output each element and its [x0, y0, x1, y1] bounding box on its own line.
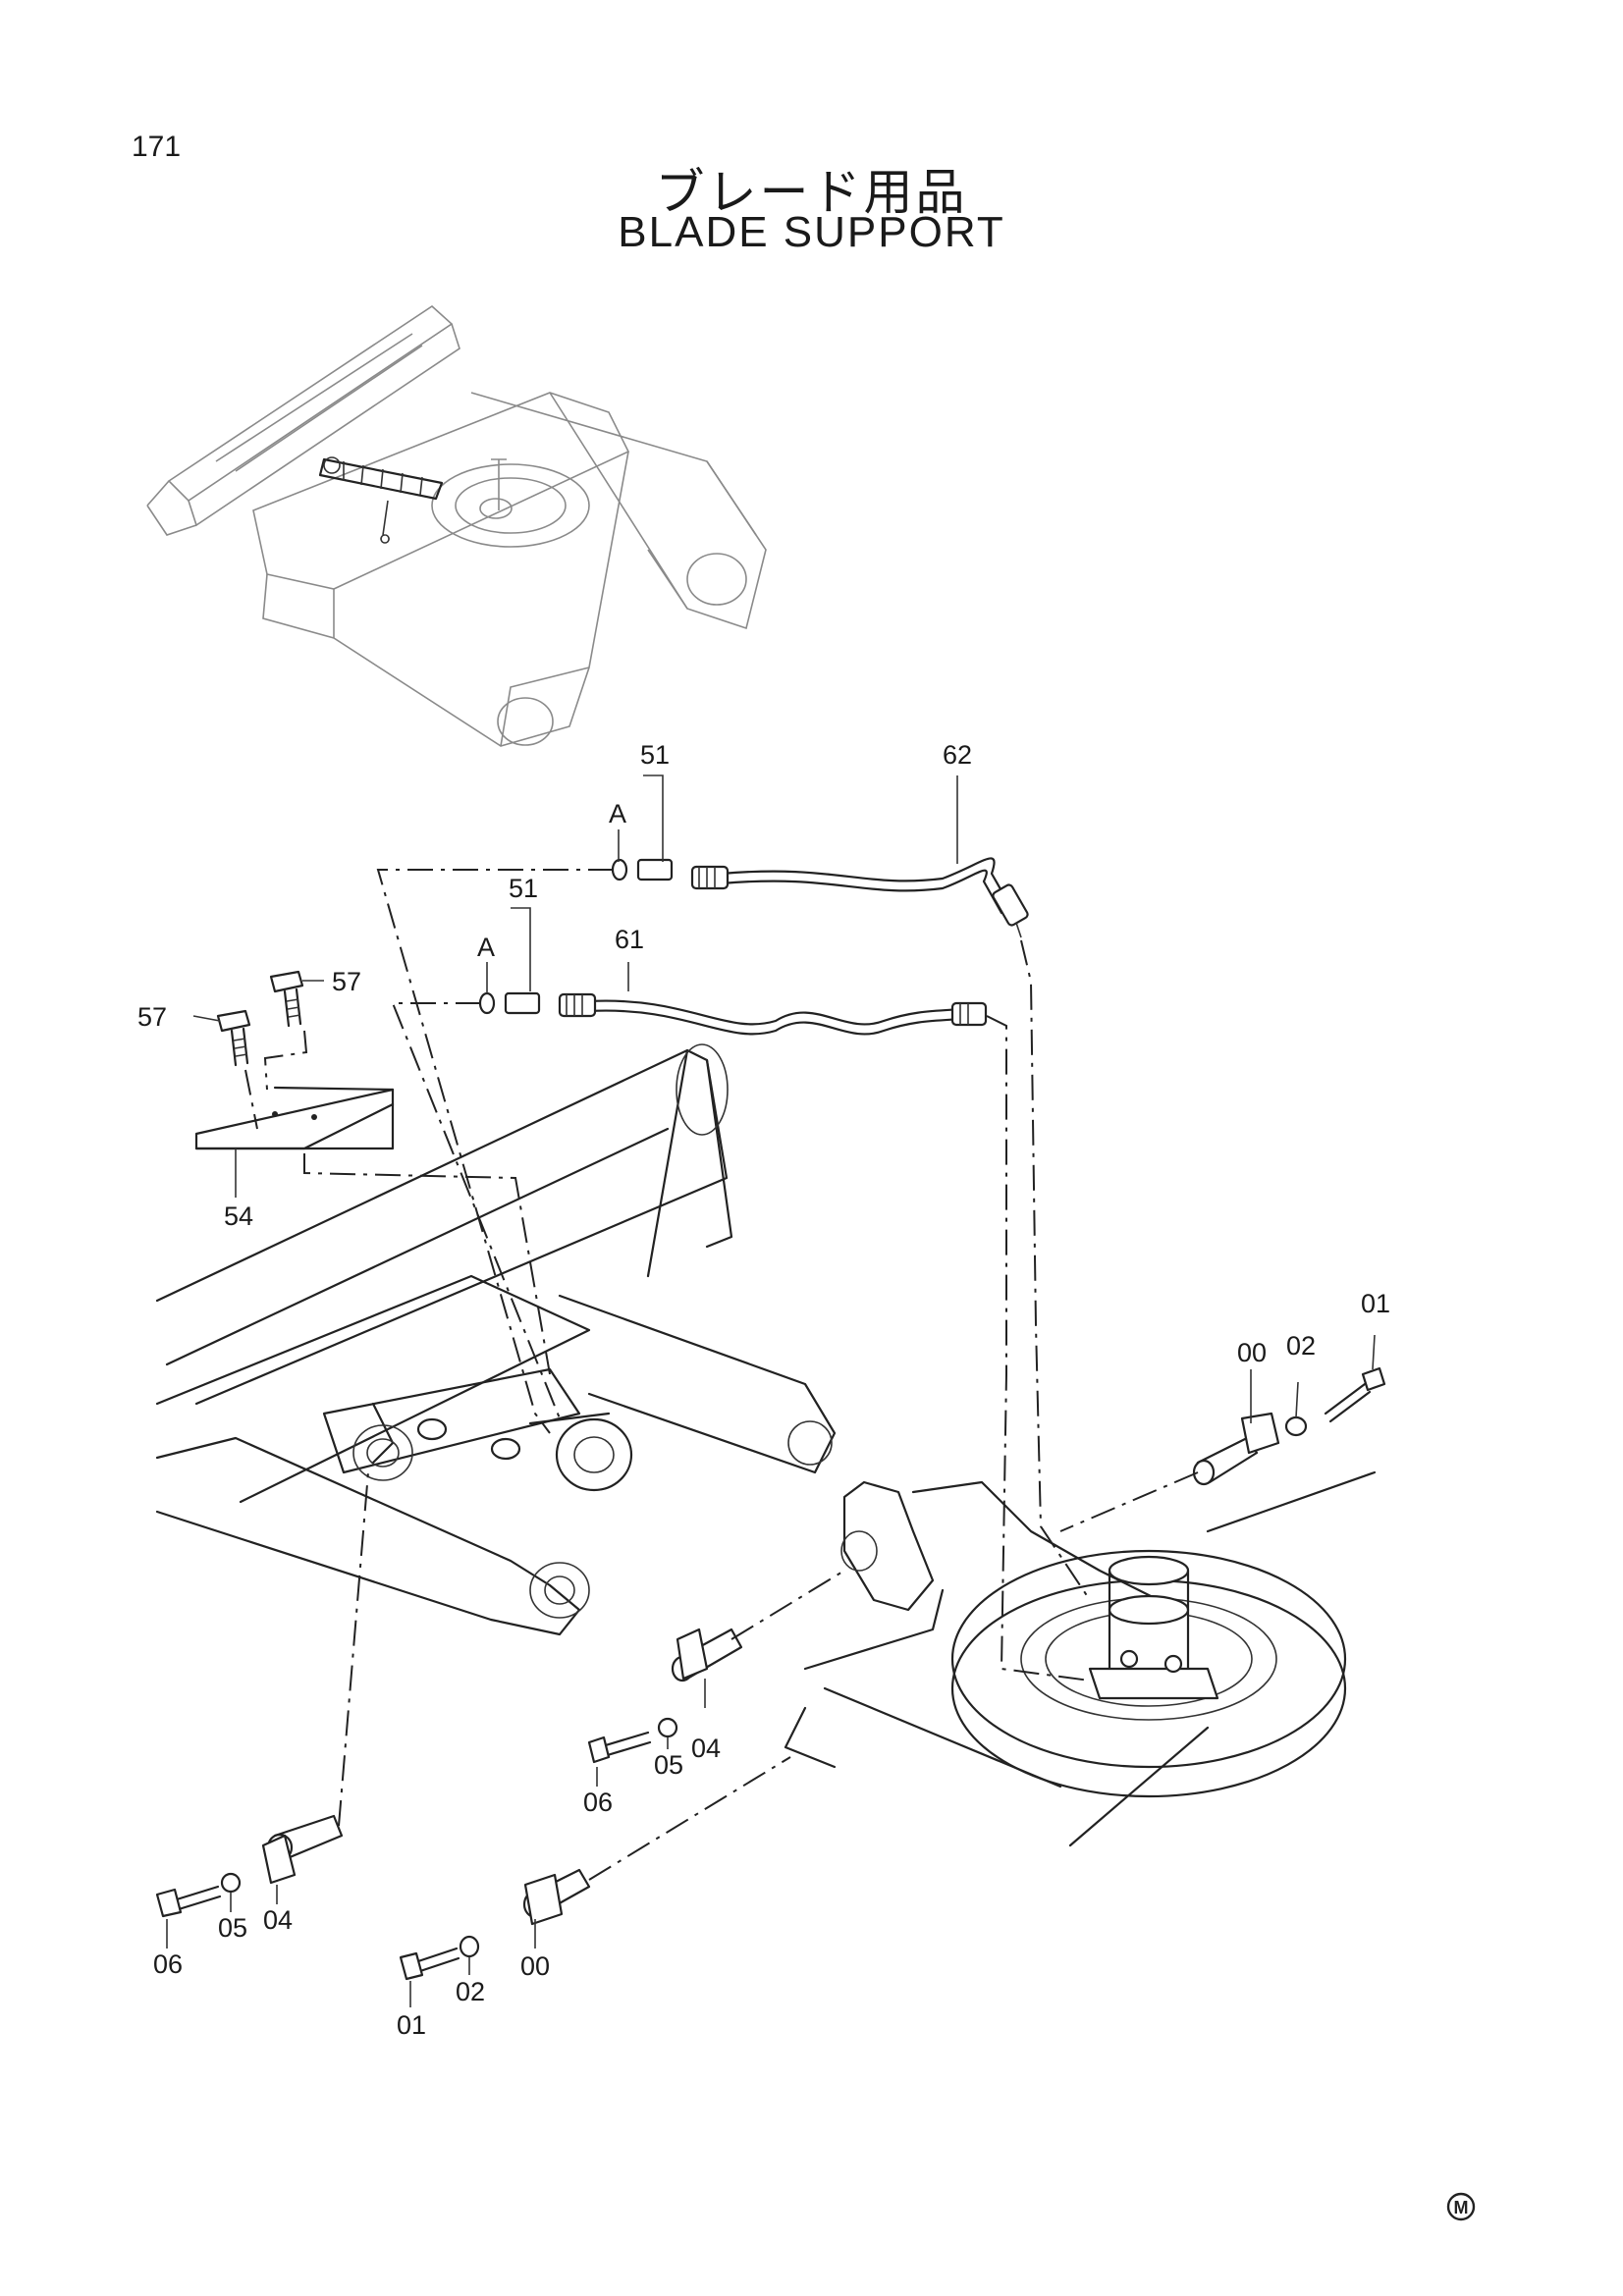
page-number: 171: [132, 131, 182, 163]
callout-04-center: 04: [691, 1734, 721, 1763]
callout-51-lower: 51: [509, 874, 538, 903]
callout-01-lower: 01: [397, 2010, 426, 2040]
callout-01-upper: 01: [1361, 1289, 1390, 1318]
callout-05-center: 05: [654, 1750, 683, 1780]
callout-a-lower: A: [477, 933, 495, 962]
callout-a-upper: A: [609, 799, 626, 828]
callout-00-upper: 00: [1237, 1338, 1267, 1367]
callout-00-lower: 00: [520, 1951, 550, 1981]
corner-mark-letter: M: [1454, 2198, 1469, 2217]
callout-51-upper: 51: [640, 740, 670, 770]
title-english: BLADE SUPPORT: [618, 208, 1005, 256]
callout-57-right: 57: [332, 967, 361, 996]
overview-undercarriage: [146, 304, 767, 747]
callout-62: 62: [943, 740, 972, 770]
blade-frame: [155, 1043, 1377, 1847]
callout-57-left: 57: [137, 1002, 167, 1032]
pin-fasteners: [155, 1366, 1386, 1981]
callout-61: 61: [615, 925, 644, 954]
callout-02-upper: 02: [1286, 1331, 1316, 1361]
callout-06-center: 06: [583, 1788, 613, 1817]
title-japanese: ブレード用品: [655, 165, 968, 220]
leader-lines: [166, 774, 1376, 2007]
hose-assemblies: [376, 857, 1091, 1682]
callout-02-lower: 02: [456, 1977, 485, 2006]
corner-mark: M: [1446, 2192, 1476, 2221]
callout-labels: 51 62 A 51 61 A 57 57 54 01 00 02 06 05 …: [137, 740, 1390, 2040]
callout-05-left: 05: [218, 1913, 247, 1943]
callout-04-left: 04: [263, 1905, 293, 1935]
callout-06-left: 06: [153, 1949, 183, 1979]
callout-54: 54: [224, 1201, 253, 1231]
cover-plate-assembly: [194, 970, 551, 1375]
